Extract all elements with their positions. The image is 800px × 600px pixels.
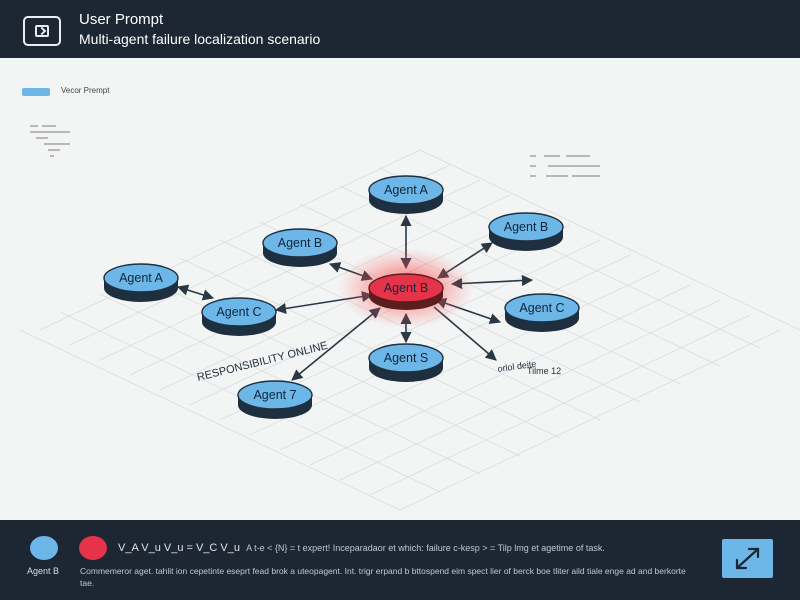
- failure-node-label: Agent B: [384, 281, 428, 295]
- legend-label: Vecor Prempt: [61, 86, 110, 95]
- page-title: User Prompt: [79, 11, 164, 28]
- agent-node-label: Agent A: [119, 271, 163, 285]
- agent-node-left[interactable]: Agent C: [201, 297, 277, 336]
- failure-legend-dot: [79, 536, 107, 560]
- agent-node-upper-right[interactable]: Agent B: [488, 212, 564, 251]
- agent-legend-dot: [30, 536, 58, 560]
- terminal-icon[interactable]: [23, 16, 61, 46]
- agent-node-label: Agent B: [504, 220, 548, 234]
- page-subtitle: Multi-agent failure localization scenari…: [79, 31, 321, 47]
- annotation-time: Tilme 12: [527, 366, 561, 376]
- agent-node-label: Agent C: [519, 301, 564, 315]
- dot-label: Agent B: [27, 566, 60, 576]
- footer-description: Commemeror aget. tahlit ion cepetinte es…: [80, 566, 686, 588]
- annotation-slanted: RESPONSIBILITY ONLINE: [196, 340, 329, 384]
- tiny-text-marks: [30, 125, 600, 177]
- failure-node[interactable]: Agent B: [338, 248, 474, 328]
- formula: V_A V_u V_u = V_C V_u: [118, 542, 241, 554]
- agent-node-bottom-left[interactable]: Agent 7: [237, 380, 313, 419]
- agent-node-label: Agent S: [384, 351, 428, 365]
- legend-swatch: [22, 88, 50, 96]
- header-bar: User Prompt Multi-agent failure localiza…: [0, 0, 800, 58]
- expand-arrows-icon: [735, 547, 760, 570]
- agent-node-label: Agent B: [278, 236, 322, 250]
- expand-button[interactable]: [722, 539, 773, 578]
- agent-node-far-left[interactable]: Agent A: [103, 263, 179, 302]
- agent-node-label: Agent 7: [253, 388, 296, 402]
- agent-node-right[interactable]: Agent C: [504, 293, 580, 332]
- agent-node-upper-left[interactable]: Agent B: [262, 228, 338, 267]
- footer-bar: [0, 520, 800, 600]
- agent-node-label: Agent A: [384, 183, 428, 197]
- agent-network-diagram: Agent B Agent A Agent B Agent B Agent A …: [19, 125, 800, 511]
- agent-node-label: Agent C: [216, 305, 261, 319]
- formula-description: A t-e < {N} = t expert! Inceparadaor et …: [246, 543, 605, 553]
- agent-node-bottom[interactable]: Agent S: [368, 343, 444, 382]
- agent-node-top[interactable]: Agent A: [368, 175, 444, 214]
- formula-row: V_A V_u V_u = V_C V_u A t-e < {N} = t ex…: [118, 542, 605, 554]
